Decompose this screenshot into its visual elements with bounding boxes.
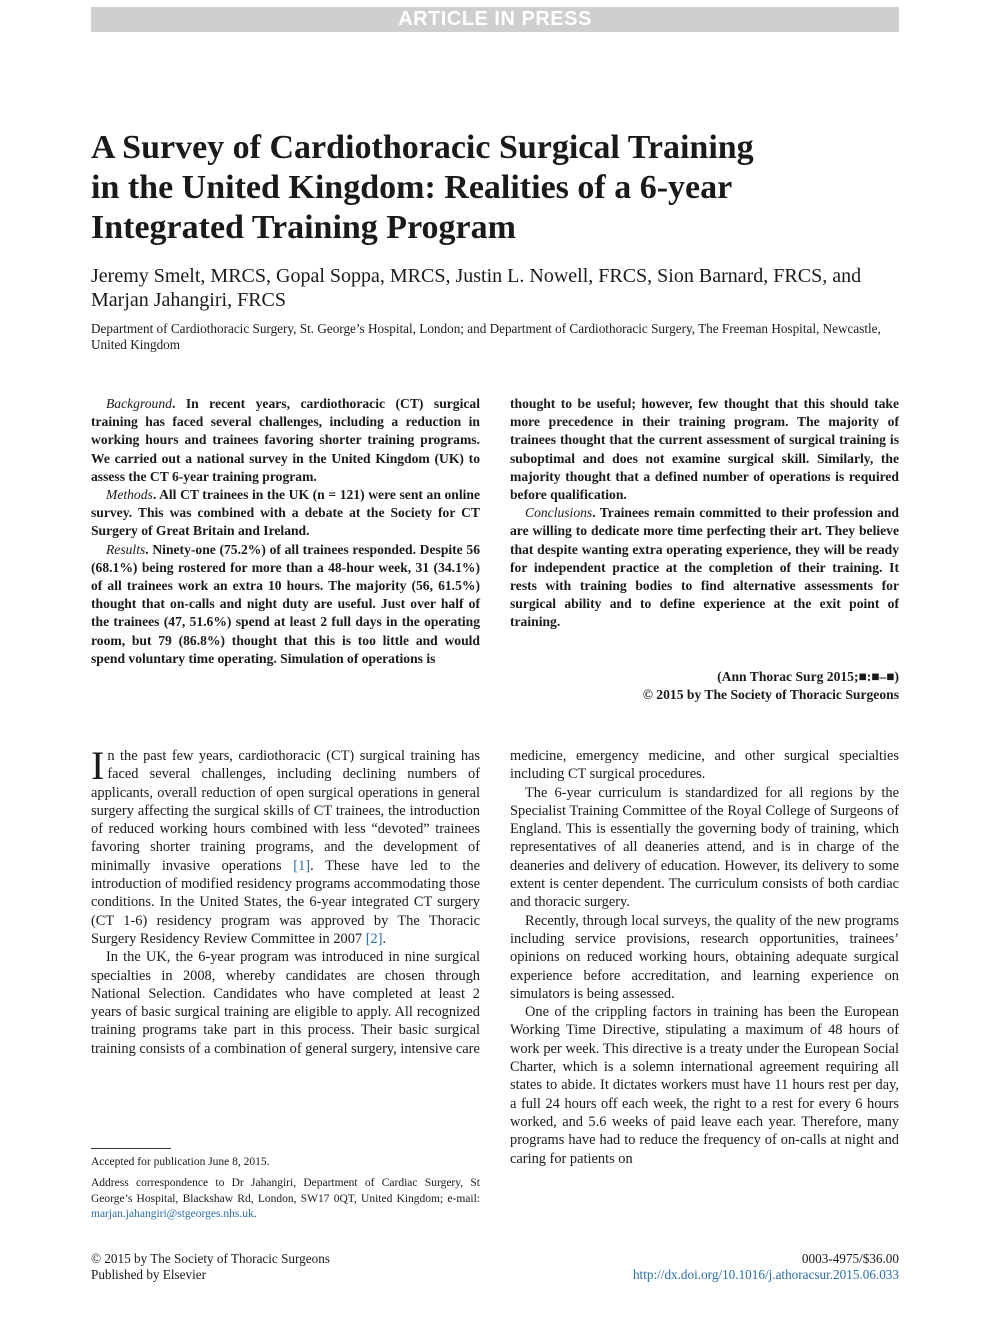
abstract-results: Results. Ninety-one (75.2%) of all train… xyxy=(91,541,480,668)
body-paragraph: medicine, emergency medicine, and other … xyxy=(510,748,899,783)
footer-issn: 0003-4975/$36.00 xyxy=(801,1251,899,1266)
drop-cap: I xyxy=(91,743,105,788)
affiliation: Department of Cardiothoracic Surgery, St… xyxy=(91,321,881,352)
abstract-methods: Methods. All CT trainees in the UK (n = … xyxy=(91,486,480,541)
abstract-conclusions: Conclusions. Trainees remain committed t… xyxy=(510,504,899,631)
footer-left: © 2015 by The Society of Thoracic Surgeo… xyxy=(91,1251,330,1283)
doi-link[interactable]: http://dx.doi.org/10.1016/j.athoracsur.2… xyxy=(632,1267,899,1282)
methods-text: . All CT trainees in the UK (n = 121) we… xyxy=(91,487,480,539)
banner-text: ARTICLE IN PRESS xyxy=(398,8,592,30)
conclusions-label: Conclusions xyxy=(525,505,593,521)
background-label: Background xyxy=(106,396,172,411)
body-text: . These have led to the introduction of … xyxy=(91,857,480,947)
body-paragraph: The 6-year curriculum is standardized fo… xyxy=(510,784,899,911)
body-paragraph: In the UK, the 6-year program was introd… xyxy=(91,949,480,1057)
background-text: . In recent years, cardiothoracic (CT) s… xyxy=(91,396,480,484)
reference-link-2[interactable]: [2] xyxy=(365,930,383,947)
results-continued: thought to be useful; however, few thoug… xyxy=(510,396,899,503)
footer-right: 0003-4975/$36.00 http://dx.doi.org/10.10… xyxy=(560,1251,899,1283)
correspondence-end: . xyxy=(253,1208,257,1220)
conclusions-text: . Trainees remain committed to their pro… xyxy=(510,505,899,630)
reference-link-1[interactable]: [1] xyxy=(293,857,311,874)
correspondence-note: Address correspondence to Dr Jahangiri, … xyxy=(91,1176,480,1223)
title-line: A Survey of Cardiothoracic Surgical Trai… xyxy=(91,129,754,166)
title-line: Integrated Training Program xyxy=(91,209,516,246)
body-text: . xyxy=(382,930,387,947)
accepted-note: Accepted for publication June 8, 2015. xyxy=(91,1156,270,1168)
body-text: n the past few years, cardiothoracic (CT… xyxy=(91,748,480,874)
abstract-right-column: thought to be useful; however, few thoug… xyxy=(510,395,899,632)
article-in-press-banner: ARTICLE IN PRESS xyxy=(91,7,899,32)
article-title: A Survey of Cardiothoracic Surgical Trai… xyxy=(91,128,851,248)
correspondence-text: Address correspondence to Dr Jahangiri, … xyxy=(91,1177,480,1205)
body-paragraph: One of the crippling factors in training… xyxy=(510,1004,899,1167)
title-line: in the United Kingdom: Realities of a 6-… xyxy=(91,169,733,206)
citation-block: (Ann Thorac Surg 2015;■:■–■) © 2015 by T… xyxy=(510,668,899,704)
methods-label: Methods xyxy=(106,487,153,503)
author-list: Jeremy Smelt, MRCS, Gopal Soppa, MRCS, J… xyxy=(91,265,862,311)
footer-publisher: Published by Elsevier xyxy=(91,1267,207,1282)
abstract-copyright: © 2015 by The Society of Thoracic Surgeo… xyxy=(642,687,899,703)
results-label: Results xyxy=(106,541,146,557)
footer-copyright: © 2015 by The Society of Thoracic Surgeo… xyxy=(91,1251,330,1266)
body-paragraph: Recently, through local surveys, the qua… xyxy=(510,912,899,1002)
body-right-column: medicine, emergency medicine, and other … xyxy=(510,747,899,1168)
journal-citation: (Ann Thorac Surg 2015;■:■–■) xyxy=(717,669,899,684)
footnote-divider xyxy=(91,1148,171,1149)
abstract-left-column: Background. In recent years, cardiothora… xyxy=(91,395,480,668)
email-link[interactable]: marjan.jahangiri@stgeorges.nhs.uk xyxy=(91,1208,254,1220)
results-text: . Ninety-one (75.2%) of all trainees res… xyxy=(91,541,480,666)
abstract-background: Background. In recent years, cardiothora… xyxy=(91,395,480,486)
